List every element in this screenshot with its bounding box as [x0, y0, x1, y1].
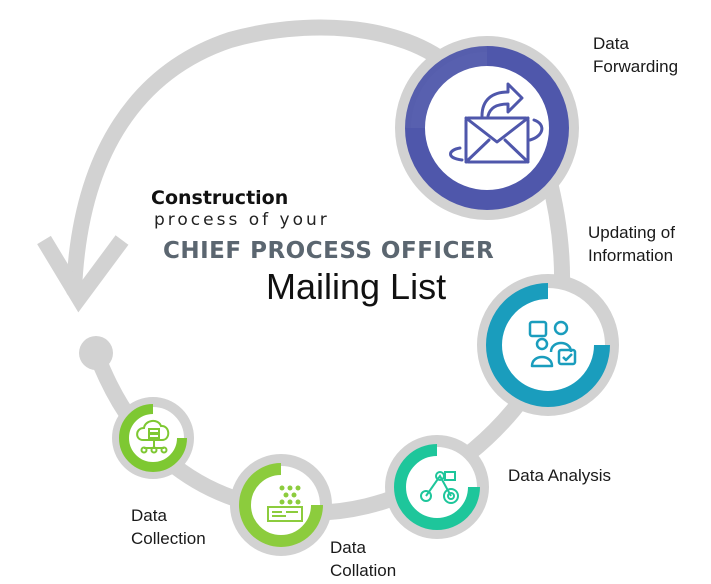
heading-line-2: process of your: [154, 210, 330, 230]
label-data-collection: Data Collection: [131, 506, 206, 548]
label-data-collation: Data Collation: [330, 538, 397, 580]
track-arrow-head: [37, 235, 129, 313]
track-start-dot: [79, 336, 113, 370]
heading-line-1: Construction: [151, 187, 289, 209]
envelope-send-icon: [449, 82, 544, 164]
step-data-collection: [112, 397, 194, 479]
label-data-forwarding: Data Forwarding: [593, 34, 679, 76]
step-data-forwarding: [395, 36, 579, 220]
analytics-icon: [420, 471, 459, 504]
cloud-server-icon: [136, 420, 170, 454]
heading-line-3: CHIEF PROCESS OFFICER: [163, 238, 495, 264]
step-data-collation: [230, 454, 332, 556]
heading-line-4: Mailing List: [266, 266, 447, 307]
step-updating-information: [477, 274, 619, 416]
step-data-analysis: [385, 435, 489, 539]
label-data-analysis: Data Analysis: [508, 466, 611, 485]
label-updating-information: Updating of Information: [588, 223, 675, 265]
data-grid-icon: [267, 485, 303, 522]
team-chat-icon: [528, 320, 577, 368]
